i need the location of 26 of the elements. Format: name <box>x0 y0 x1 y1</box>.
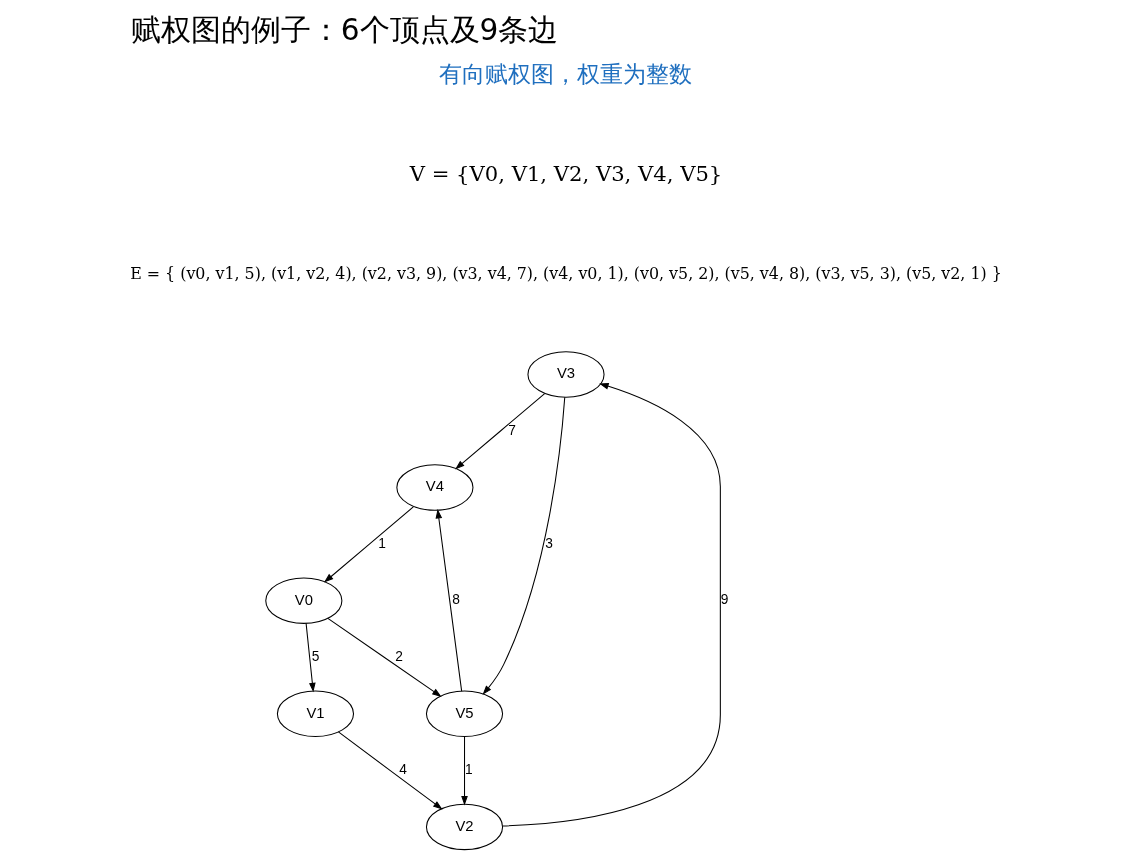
arrow <box>337 731 443 810</box>
edge-label: 4 <box>398 761 407 777</box>
arrow <box>501 383 721 827</box>
node-ellipse: V0 <box>264 577 342 624</box>
arrow <box>326 617 442 697</box>
edge-label: 3 <box>544 535 553 551</box>
edge-label: 9 <box>720 592 728 608</box>
node-ellipse: V4 <box>395 464 473 511</box>
edge-label: 5 <box>311 648 319 664</box>
node-ellipse: V1 <box>276 690 354 738</box>
diagram-title: 赋权图的例子：6个顶点及9条边 <box>130 13 558 48</box>
edge-label: 7 <box>507 422 516 438</box>
label: 有向赋权图，权重为整数 <box>439 60 692 88</box>
edge-label: 1 <box>377 535 386 551</box>
edge-label: 1 <box>464 761 473 777</box>
arrow <box>305 622 316 693</box>
label: V = {V0, V1, V2, V3, V4, V5} <box>409 160 722 186</box>
arrow <box>323 506 414 583</box>
arrow <box>435 508 462 692</box>
node-ellipse: V3 <box>526 351 605 398</box>
edge-label: 8 <box>451 592 460 608</box>
arrow <box>454 393 545 470</box>
edge-label: 2 <box>394 648 403 664</box>
arrow <box>482 396 565 695</box>
arrow <box>460 736 468 806</box>
label: E = { (v0, v1, 5), (v1, v2, 4), (v2, v3, 9), (v3, v4, 7), (v4, v0, 1), (v0, v5, 2), (v5, v4, 8), (v3, v5, 3), (v5, v2, 1) } <box>129 263 1002 283</box>
